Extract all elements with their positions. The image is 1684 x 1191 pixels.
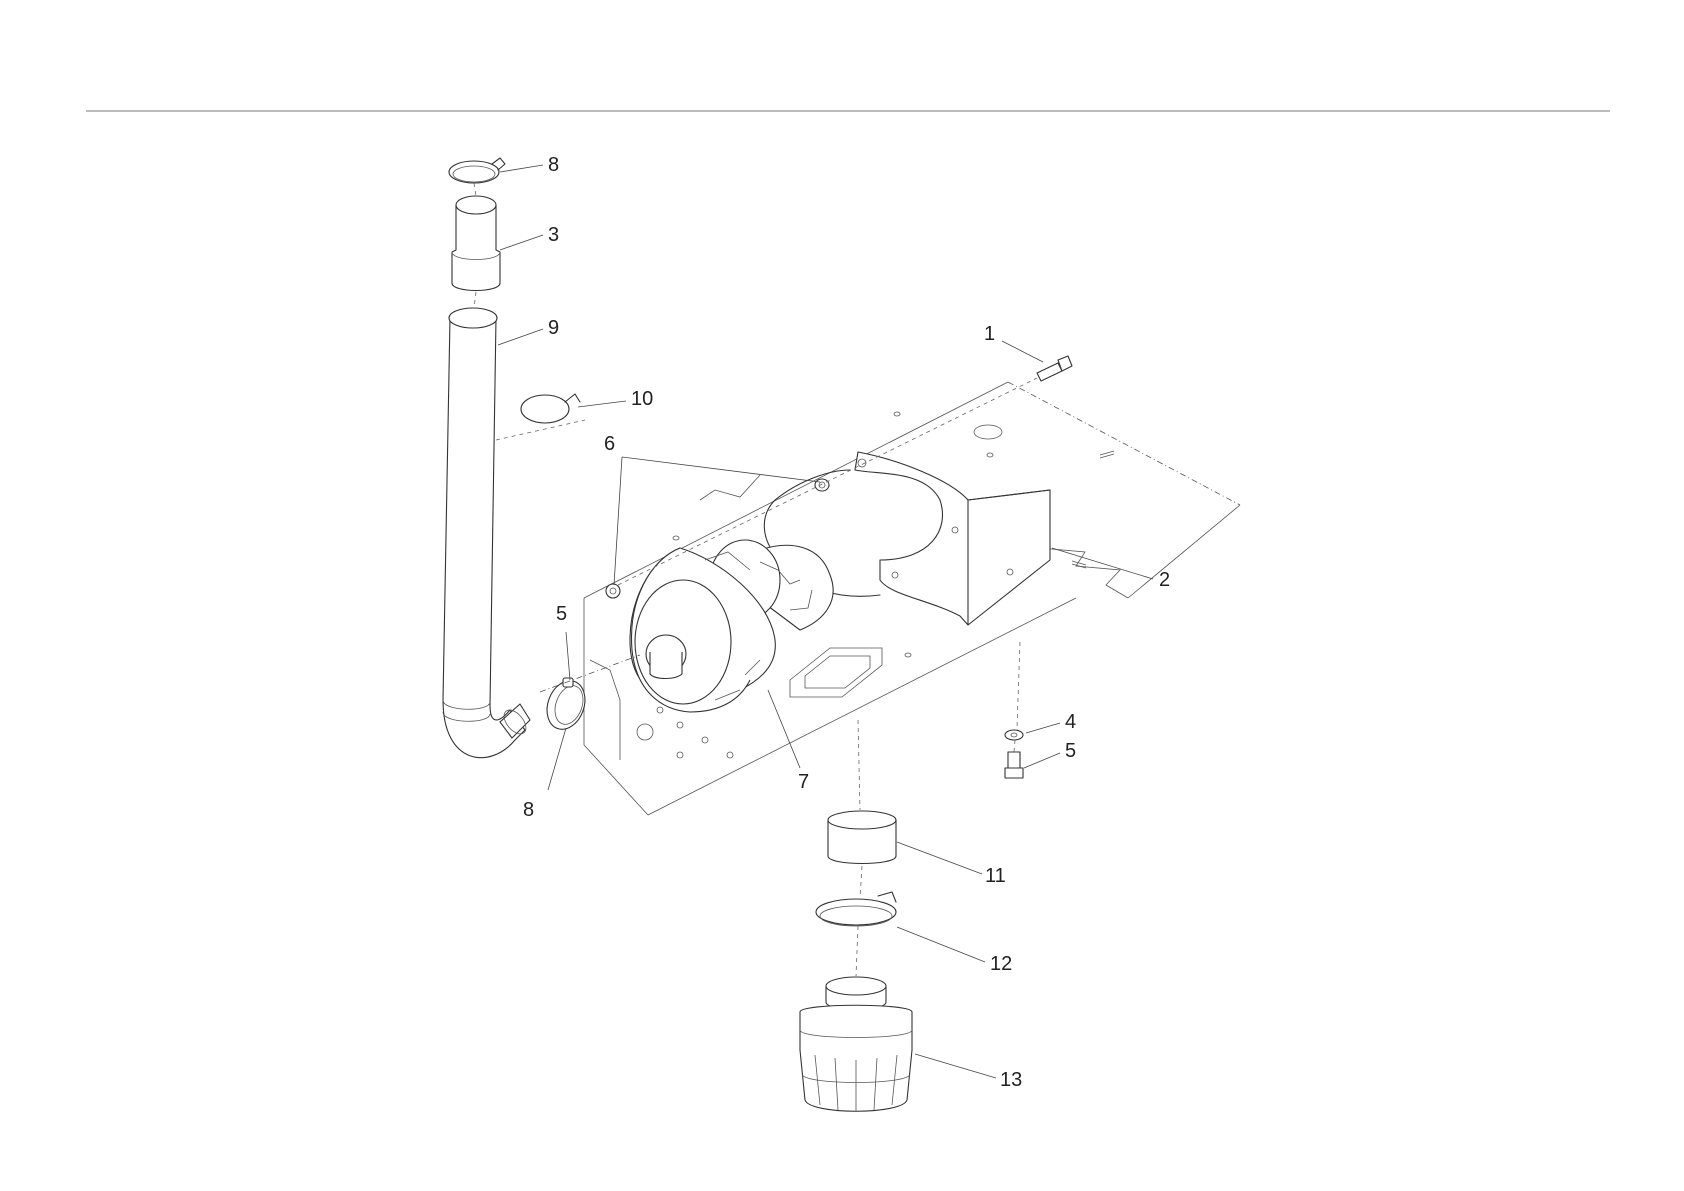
vacuum-hose [443, 308, 530, 758]
callout-4: 4 [1065, 711, 1076, 733]
callout-12: 12 [990, 953, 1012, 975]
callout-3: 3 [548, 224, 559, 246]
callout-10: 10 [631, 388, 653, 410]
callout-labels: 8 3 9 10 1 6 2 5 4 5 8 7 11 12 13 [523, 154, 1170, 1091]
screw [1005, 752, 1023, 778]
vacuum-motor [630, 540, 833, 712]
callout-5-right: 5 [1065, 740, 1076, 762]
callout-7: 7 [798, 771, 809, 793]
callout-1: 1 [984, 323, 995, 345]
callout-8-top: 8 [548, 154, 559, 176]
fitting-a [815, 479, 829, 491]
hose-clamp-10 [521, 394, 580, 423]
hose-clamp-top [449, 158, 505, 183]
washer [1005, 730, 1023, 740]
fitting-b [606, 584, 620, 598]
callout-9: 9 [548, 317, 559, 339]
callout-2: 2 [1159, 569, 1170, 591]
callout-11: 11 [985, 865, 1006, 887]
callout-6: 6 [604, 433, 615, 455]
hose-clamp-12 [816, 892, 896, 926]
callout-8-bottom: 8 [523, 799, 534, 821]
hose-sleeve [828, 811, 896, 864]
callout-13: 13 [1000, 1069, 1022, 1091]
callout-5-left: 5 [556, 603, 567, 625]
bolt [1037, 356, 1072, 381]
vacuum-filter [800, 977, 912, 1112]
leader-lines [498, 165, 1153, 1078]
hose-coupler [452, 196, 500, 291]
